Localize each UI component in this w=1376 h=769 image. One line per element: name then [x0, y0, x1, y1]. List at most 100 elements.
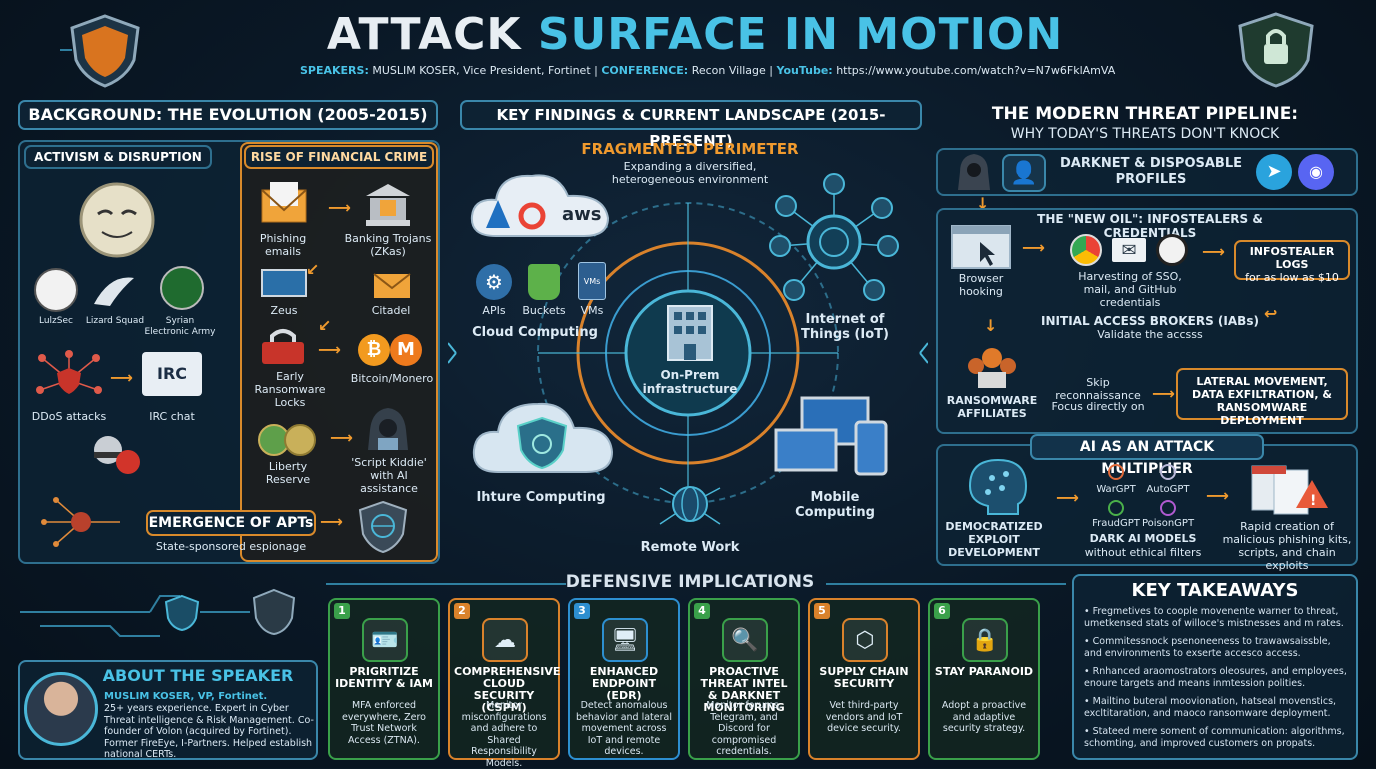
poisongpt-label: PoisonGPT [1141, 518, 1195, 529]
browser-label: Browser hooking [958, 272, 1004, 298]
phishing-label: Phishing emails [259, 232, 307, 258]
arrow-browser-harvest: ⟶ [1022, 238, 1045, 257]
perimeter-subtitle: Expanding a diversified, heterogeneous e… [611, 160, 769, 186]
card-text: Detect anomalous behavior and lateral mo… [575, 700, 672, 757]
globe-network-icon [659, 486, 721, 525]
rapid-label: Rapid creation of malicious phishing kit… [1222, 520, 1352, 572]
irc-chat-icon: IRC [142, 352, 202, 396]
card-title: COMPREHENSIVE CLOUD SECURITY (CSPM) [454, 665, 561, 714]
arrow-affiliates-lateral: ⟶ [1152, 384, 1175, 403]
sea-label: Syrian Electronic Army [144, 316, 216, 337]
youtube-link[interactable]: https://www.youtube.com/watch?v=N7w6FklA… [836, 64, 1116, 77]
ransomware-label: Early Ransomware Locks [254, 370, 326, 409]
arrow-iab-affiliates: ↓ [984, 316, 998, 335]
fraudgpt-label: FraudGPT [1092, 518, 1140, 529]
defense-card-2: 2☁COMPREHENSIVE CLOUD SECURITY (CSPM)Mon… [448, 598, 561, 769]
supply-chain-icon: ⬡ [842, 618, 888, 662]
arrow-ddos-irc: ⟶ [110, 368, 133, 387]
vm-server-icon: VMs [578, 262, 606, 300]
hooded-hacker-icon [368, 408, 408, 450]
democratized-label: DEMOCRATIZED EXPLOIT DEVELOPMENT [945, 520, 1043, 559]
ddos-network-icon [36, 350, 102, 394]
findings-title: KEY FINDINGS & CURRENT LANDSCAPE (2015-P… [460, 100, 922, 150]
takeaways-panel [1072, 574, 1358, 760]
defense-card-3: 3🖥ENHANCED ENDPOINT (EDR)Detect anomalou… [568, 598, 680, 760]
bank-icon [366, 184, 410, 226]
ransomware-lock-icon [262, 329, 304, 364]
envelope-icon [261, 182, 307, 223]
defense-card-4: 4🔍PROACTIVE THREAT INTEL & DARKNET MONIT… [688, 598, 800, 760]
speaker-title: ABOUT THE SPEAKER [102, 666, 294, 685]
takeaways-title: KEY TAKEAWAYS [1131, 580, 1299, 601]
arrow-phishing-banking: ⟶ [328, 198, 351, 217]
hacker-devil-icon [94, 436, 140, 474]
speakers-value: MUSLIM KOSER, Vice President, Fortinet [372, 64, 591, 77]
focus-label: Focus directly on [1051, 400, 1145, 413]
arrow-models-rapid: ⟶ [1206, 486, 1229, 505]
iab-sub: Validate the accsss [1097, 328, 1203, 341]
wargpt-icon [1108, 464, 1124, 480]
card-title: SUPPLY CHAIN SECURITY [819, 665, 909, 690]
ddos-label: DDoS attacks [31, 410, 107, 423]
ai-title: AI AS AN ATTACK MULTIPLIER [1030, 434, 1264, 477]
lizard-squad-label: Lizard Squad [85, 316, 145, 326]
globe-shield-icon [358, 500, 408, 554]
arrow-apts: ⟶ [320, 512, 343, 531]
logs-title: INFOSTEALER LOGS [1249, 245, 1335, 271]
crypto-label: Bitcoin/Monero [350, 372, 434, 385]
arrow-citadel-ransomware: ↙ [318, 316, 332, 335]
card-number: 6 [934, 603, 950, 619]
browser-window-icon [951, 225, 1011, 269]
title-part-2: SURFACE IN MOTION [537, 9, 1064, 60]
logs-sub: for as low as $10 [1245, 271, 1339, 284]
card-number: 3 [574, 603, 590, 619]
bullet-icon: • [1084, 606, 1093, 617]
building-icon [667, 305, 713, 361]
arrow-harvest-logs: ⟶ [1202, 242, 1225, 261]
future-computing-label: Ihture Computing [476, 490, 606, 505]
exploit-docs-icon: ! [1251, 465, 1328, 515]
cloud-icon [470, 174, 610, 237]
ai-head-icon [968, 458, 1028, 515]
card-title: PRIGRITIZE IDENTITY & IAM [335, 665, 433, 690]
liberty-label: Liberty Reserve [265, 460, 311, 486]
apis-label: APIs [482, 304, 506, 317]
discord-icon[interactable]: ◉ [1298, 154, 1334, 190]
script-kiddie-label: 'Script Kiddie' with AI assistance [351, 456, 427, 495]
paranoid-shield-icon: 🔒 [962, 618, 1008, 662]
takeaway-item: • Mailtino buteral moovionation, hatseal… [1084, 696, 1337, 719]
buckets-label: Buckets [522, 304, 566, 317]
aws-logo: aws [562, 204, 602, 225]
autogpt-label: AutoGPT [1146, 484, 1190, 495]
liberty-coin-icon-2 [284, 424, 316, 456]
perimeter-title: FRAGMENTED PERIMETER [581, 140, 799, 158]
autogpt-icon [1160, 464, 1176, 480]
svg-text:!: ! [1310, 493, 1316, 509]
bullet-icon: • [1084, 636, 1093, 647]
lateral-box: LATERAL MOVEMENT, DATA EXFILTRATION, & R… [1176, 368, 1348, 427]
iot-label: Internet of Things (IoT) [801, 312, 889, 342]
monero-icon: M [390, 334, 422, 366]
profile-icon: 👤 [1002, 154, 1046, 192]
apts-subtitle: State-sponsored espionage [155, 540, 307, 553]
defensive-divider [326, 583, 1066, 585]
mail-icon: ✉ [1112, 238, 1146, 262]
card-number: 1 [334, 603, 350, 619]
iot-network-icon [769, 173, 899, 301]
card-title: STAY PARANOID [934, 665, 1034, 678]
sea-logo [160, 266, 204, 310]
speaker-bio: 25+ years experience. Expert in Cyber Th… [104, 703, 314, 760]
conference-value: Recon Village [691, 64, 766, 77]
id-badge-icon: 🪪 [362, 618, 408, 662]
card-text: Vet third-party vendors and IoT device s… [825, 700, 903, 734]
card-title: PROACTIVE THREAT INTEL & DARKNET MONITOR… [700, 665, 788, 714]
telegram-icon[interactable]: ➤ [1256, 154, 1292, 190]
iab-title: INITIAL ACCESS BROKERS (IABs) [1041, 314, 1259, 328]
arrow-ai-models: ⟶ [1056, 488, 1079, 507]
speaker-avatar [24, 672, 98, 746]
lock-shield-icon [1238, 12, 1314, 88]
title-part-1: ATTACK [326, 9, 522, 60]
